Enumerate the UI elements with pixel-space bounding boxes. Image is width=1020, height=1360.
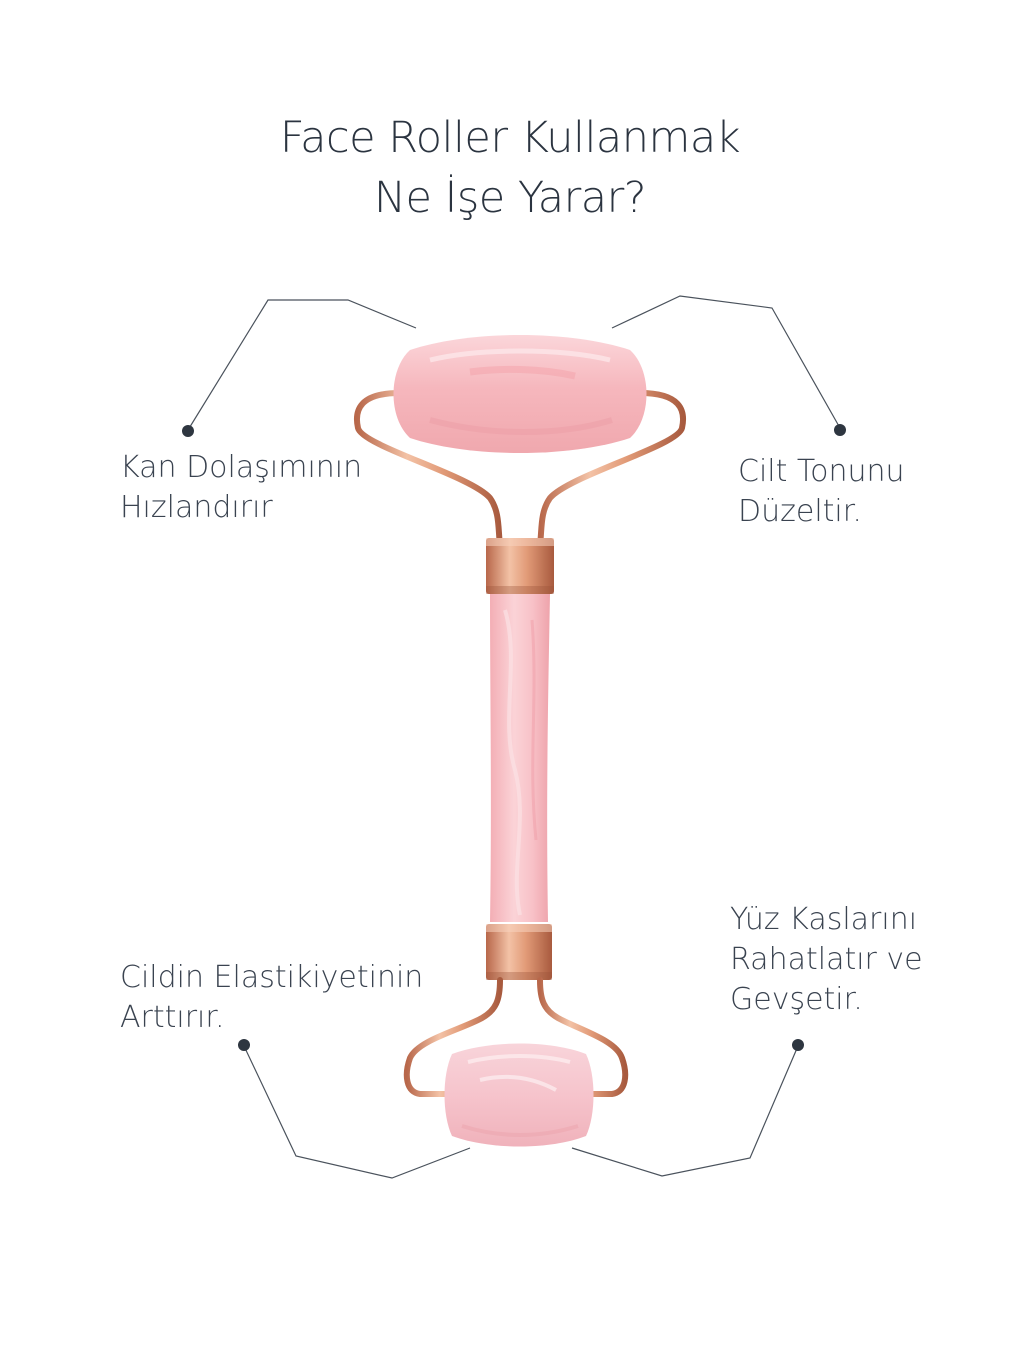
connector-top-left — [187, 299, 417, 431]
title-line-1: Face Roller Kullanmak — [279, 113, 741, 163]
connector-bottom-right — [571, 1045, 799, 1177]
benefit-bottom-right-line-1: Yüz Kaslarını — [730, 902, 918, 937]
benefit-face-muscles: Yüz Kaslarını Rahatlatır ve Gevşetir. — [730, 900, 923, 1020]
benefit-top-right-line-2: Düzeltir. — [738, 494, 862, 529]
benefit-bottom-left-line-1: Cildin Elastikiyetinin — [120, 960, 424, 995]
top-roller-stone — [393, 335, 647, 453]
top-roller-frame — [354, 390, 686, 548]
connector-top-right — [611, 295, 841, 429]
benefit-skin-elasticity: Cildin Elastikiyetinin Arttırır. — [120, 958, 423, 1038]
benefit-top-right-line-1: Cilt Tonunu — [738, 454, 905, 489]
handle — [490, 594, 550, 922]
connector-dot-bottom-left — [238, 1039, 250, 1051]
benefit-bottom-right-line-3: Gevşetir. — [730, 982, 863, 1017]
upper-collar — [486, 538, 554, 594]
benefit-blood-circulation: Kan Dolaşımının Hızlandırır — [120, 448, 362, 528]
benefit-skin-tone: Cilt Tonunu Düzeltir. — [738, 452, 905, 532]
title-line-2: Ne İşe Yarar? — [373, 173, 647, 223]
benefit-top-left-line-1: Kan Dolaşımının — [120, 450, 363, 485]
benefit-top-left-line-2: Hızlandırır — [120, 490, 273, 525]
lower-collar — [486, 924, 552, 980]
benefit-bottom-left-line-2: Arttırır. — [120, 1000, 225, 1035]
connector-dot-top-left — [182, 425, 194, 437]
connector-dot-top-right — [834, 424, 846, 436]
benefit-bottom-right-line-2: Rahatlatır ve — [730, 942, 923, 977]
bottom-roller-frame — [403, 977, 629, 1097]
bottom-roller-stone — [444, 1043, 594, 1147]
connector-bottom-left — [243, 1045, 471, 1179]
connector-dot-bottom-right — [792, 1039, 804, 1051]
page-title: Face Roller Kullanmak Ne İşe Yarar? — [0, 108, 1020, 228]
